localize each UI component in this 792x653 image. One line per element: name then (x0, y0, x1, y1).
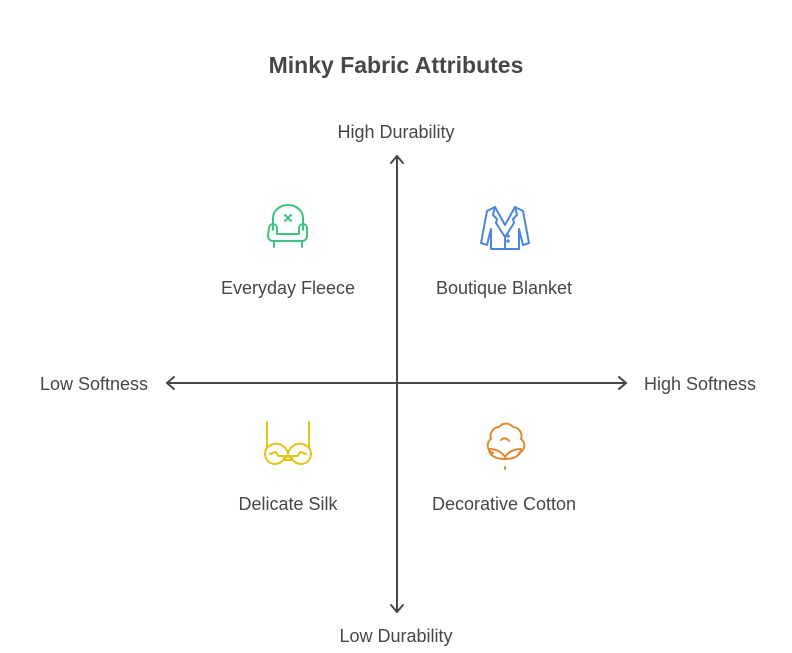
axis-label-bottom: Low Durability (339, 626, 453, 646)
arrow-right-icon (618, 376, 627, 390)
chart-title: Minky Fabric Attributes (268, 52, 524, 78)
axis-label-top: High Durability (337, 122, 455, 142)
armchair-icon (267, 204, 308, 248)
bra-icon (264, 421, 312, 465)
blazer-icon (480, 206, 530, 250)
cotton-icon (486, 422, 526, 470)
arrow-down-icon (390, 604, 404, 613)
quadrant-label-delicate-silk: Delicate Silk (238, 494, 338, 514)
quadrant-label-everyday-fleece: Everyday Fleece (220, 278, 356, 298)
arrow-left-icon (166, 376, 175, 390)
quadrant-label-boutique-blanket: Boutique Blanket (435, 278, 573, 298)
quadrant-label-decorative-cotton: Decorative Cotton (431, 494, 577, 514)
axis-label-right: High Softness (643, 374, 757, 394)
axis-label-left: Low Softness (39, 374, 149, 394)
arrow-up-icon (390, 155, 404, 164)
